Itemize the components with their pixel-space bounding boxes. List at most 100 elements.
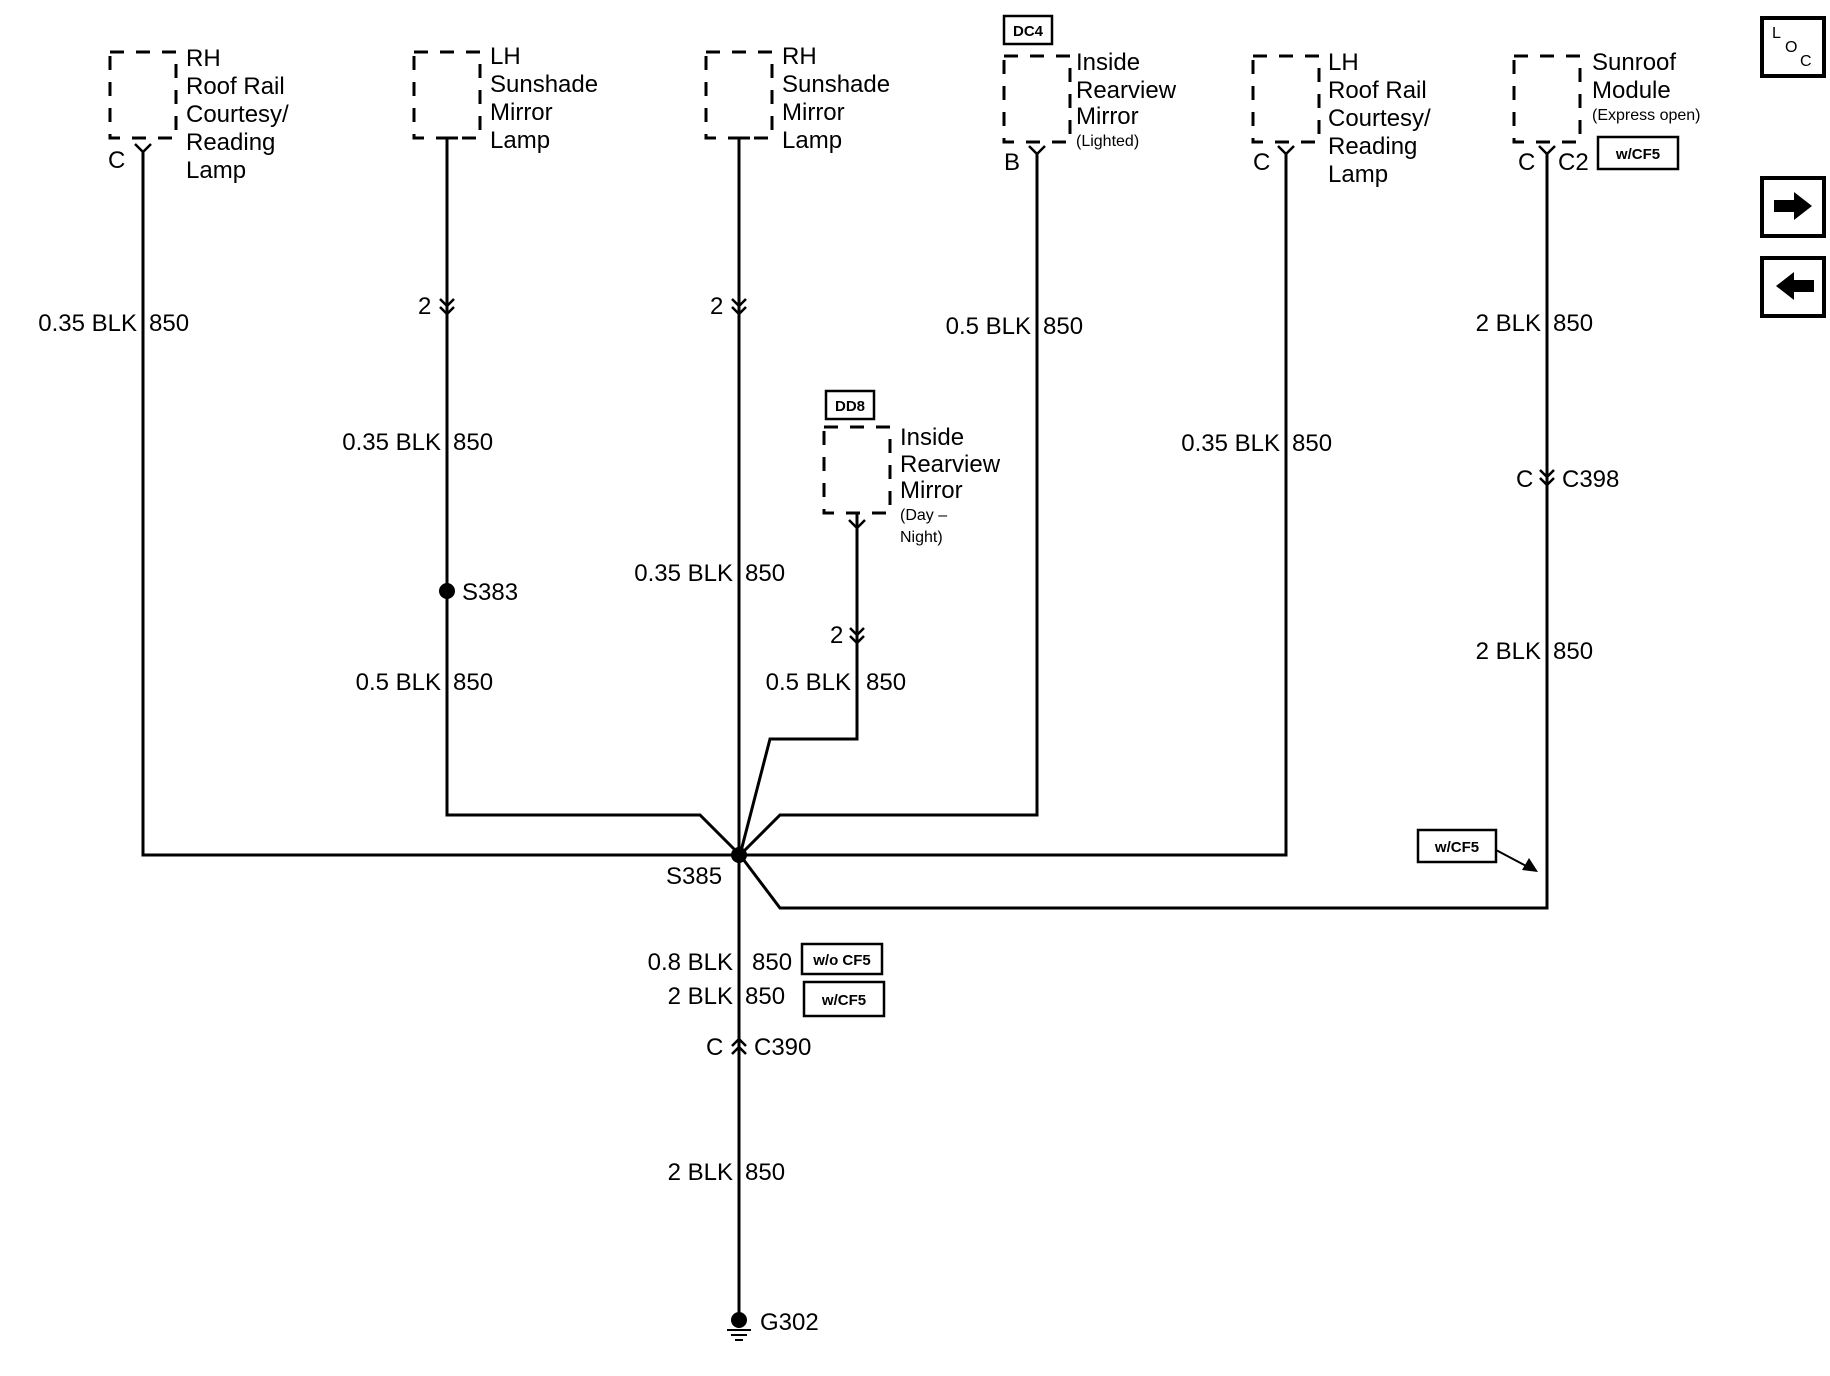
- svg-text:Lamp: Lamp: [1328, 161, 1388, 188]
- pin-label-lh-roof: C: [1253, 149, 1270, 176]
- wire-label-rh-roof: 0.35 BLK 850: [38, 310, 189, 337]
- svg-text:850: 850: [752, 949, 792, 976]
- svg-text:850: 850: [1553, 638, 1593, 665]
- svg-text:2 BLK: 2 BLK: [1476, 310, 1541, 337]
- component-box-rh-roof-rail: [108, 50, 178, 140]
- next-page-button[interactable]: [1760, 176, 1826, 238]
- component-box-rh-sunshade: [704, 50, 774, 140]
- svg-text:Inside: Inside: [1076, 49, 1140, 76]
- svg-text:850: 850: [453, 669, 493, 696]
- svg-text:0.8 BLK: 0.8 BLK: [648, 949, 733, 976]
- svg-text:O: O: [1785, 39, 1797, 56]
- component-box-mirror-daynight: [822, 425, 892, 515]
- svg-text:Sunroof: Sunroof: [1592, 49, 1676, 76]
- svg-text:Mirror: Mirror: [490, 99, 553, 126]
- inline-pin-daynight: 2: [830, 622, 843, 649]
- splice-dot-s383: [439, 583, 455, 599]
- svg-text:Module: Module: [1592, 77, 1671, 104]
- svg-text:Courtesy/: Courtesy/: [1328, 105, 1431, 132]
- component-box-sunroof: [1512, 54, 1582, 144]
- svg-text:Rearview: Rearview: [900, 451, 1001, 478]
- wire-mirror-lighted: [738, 152, 1039, 857]
- connector-label-c390: C390: [754, 1034, 811, 1061]
- splice-label-s383: S383: [462, 579, 518, 606]
- svg-text:w/CF5: w/CF5: [1434, 839, 1479, 856]
- svg-text:Lamp: Lamp: [186, 157, 246, 184]
- connector-forks: [134, 136, 1556, 530]
- inline-pin-rh-sunshade: 2: [710, 293, 723, 320]
- option-tag-wcf5-sunroof: w/CF5: [1596, 135, 1680, 171]
- svg-text:L: L: [1772, 25, 1781, 42]
- label-rh-sunshade-lamp: RH Sunshade Mirror Lamp: [782, 43, 890, 154]
- svg-text:C: C: [1800, 53, 1812, 70]
- wire-rh-roof-rail: [141, 150, 740, 857]
- connector-label-sunroof-c2: C2: [1558, 149, 1589, 176]
- svg-text:w/o CF5: w/o CF5: [812, 952, 871, 969]
- inline-connector-chevrons: [439, 298, 1555, 1055]
- pin-label-c398: C: [1516, 466, 1533, 493]
- pin-label-sunroof: C: [1518, 149, 1535, 176]
- svg-text:Roof Rail: Roof Rail: [1328, 77, 1427, 104]
- ground-label-g302: G302: [760, 1309, 819, 1336]
- svg-text:Sunshade: Sunshade: [490, 71, 598, 98]
- svg-text:DC4: DC4: [1013, 23, 1044, 40]
- previous-page-button[interactable]: [1760, 256, 1826, 318]
- wire-mirror-daynight: [738, 513, 859, 856]
- option-tag-wcf5-ground: w/CF5: [802, 980, 886, 1018]
- wire-label-lh-roof: 0.35 BLK 850: [1181, 430, 1332, 457]
- splice-dot-s385: [731, 847, 747, 863]
- svg-text:DD8: DD8: [835, 398, 865, 415]
- wire-label-lh-sunshade-lower: 0.5 BLK 850: [356, 669, 493, 696]
- svg-text:0.35 BLK: 0.35 BLK: [342, 429, 441, 456]
- svg-text:(Day –: (Day –: [900, 507, 947, 524]
- arrow-left-icon: [1776, 272, 1814, 300]
- option-tag-dc4: DC4: [1002, 14, 1054, 46]
- label-lh-sunshade-lamp: LH Sunshade Mirror Lamp: [490, 43, 598, 154]
- svg-text:850: 850: [149, 310, 189, 337]
- option-tag-wocf5: w/o CF5: [800, 942, 884, 976]
- label-inside-mirror-lighted: Inside Rearview Mirror (Lighted): [1076, 49, 1177, 150]
- svg-text:w/CF5: w/CF5: [821, 992, 866, 1009]
- svg-text:850: 850: [866, 669, 906, 696]
- svg-text:Lamp: Lamp: [490, 127, 550, 154]
- wire-sunroof: [738, 152, 1549, 910]
- svg-text:850: 850: [1292, 430, 1332, 457]
- loc-button[interactable]: L O C: [1760, 16, 1826, 78]
- svg-text:Mirror: Mirror: [1076, 103, 1139, 130]
- svg-text:Courtesy/: Courtesy/: [186, 101, 289, 128]
- component-box-lh-roof-rail: [1251, 54, 1321, 144]
- svg-text:850: 850: [745, 560, 785, 587]
- svg-text:2 BLK: 2 BLK: [668, 1159, 733, 1186]
- label-rh-roof-rail-lamp: RH Roof Rail Courtesy/ Reading Lamp: [186, 45, 289, 184]
- svg-text:Reading: Reading: [186, 129, 275, 156]
- svg-text:Mirror: Mirror: [782, 99, 845, 126]
- svg-text:(Express open): (Express open): [1592, 107, 1701, 124]
- wcf5-pointer-arrowhead: [1522, 858, 1538, 872]
- svg-text:0.35 BLK: 0.35 BLK: [38, 310, 137, 337]
- svg-text:2 BLK: 2 BLK: [668, 983, 733, 1010]
- wire-label-ground-c: 2 BLK 850: [668, 1159, 785, 1186]
- pin-label-mirror-lighted: B: [1004, 149, 1020, 176]
- splice-label-s385: S385: [666, 863, 722, 890]
- svg-text:Mirror: Mirror: [900, 477, 963, 504]
- svg-text:0.5 BLK: 0.5 BLK: [766, 669, 851, 696]
- inline-pin-lh-sunshade: 2: [418, 293, 431, 320]
- component-box-lh-sunshade: [412, 50, 482, 140]
- svg-text:850: 850: [745, 983, 785, 1010]
- option-tag-wcf5-branch: w/CF5: [1416, 828, 1498, 864]
- svg-text:0.5 BLK: 0.5 BLK: [946, 313, 1031, 340]
- component-box-mirror-lighted: [1002, 54, 1072, 144]
- svg-text:850: 850: [745, 1159, 785, 1186]
- option-tag-dd8: DD8: [824, 389, 876, 421]
- connector-label-c398: C398: [1562, 466, 1619, 493]
- svg-text:Reading: Reading: [1328, 133, 1417, 160]
- svg-text:Rearview: Rearview: [1076, 77, 1177, 104]
- svg-text:w/CF5: w/CF5: [1615, 146, 1660, 163]
- svg-text:RH: RH: [782, 43, 817, 70]
- svg-text:(Lighted): (Lighted): [1076, 133, 1139, 150]
- wire-label-lh-sunshade-upper: 0.35 BLK 850: [342, 429, 493, 456]
- svg-text:LH: LH: [1328, 49, 1359, 76]
- ground-symbol: [727, 1312, 751, 1341]
- wire-label-rh-sunshade: 0.35 BLK 850: [634, 560, 785, 587]
